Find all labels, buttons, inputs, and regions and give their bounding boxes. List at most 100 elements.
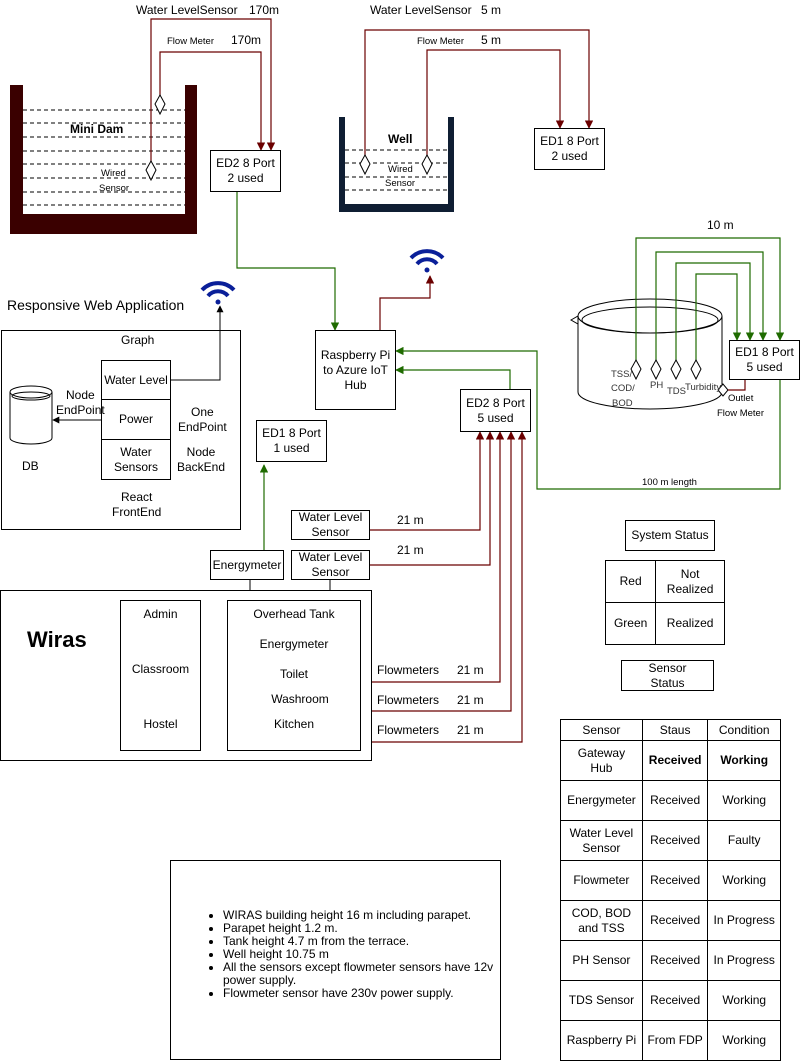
note-item: Flowmeter sensor have 230v power supply. xyxy=(223,987,500,1000)
mini-dam-label: Mini Dam xyxy=(70,122,124,136)
sensor-condition: Working xyxy=(707,860,781,901)
left-flow-label: Flow Meter xyxy=(167,36,214,47)
water-level-module: Water Level xyxy=(101,360,171,400)
well-label: Well xyxy=(388,132,413,146)
distance-21m-1: 21 m xyxy=(397,513,424,527)
table-row: Gateway Hub Received Working xyxy=(560,740,781,781)
outlet-flow-meter-label: Flow Meter xyxy=(717,408,764,419)
sensor-condition: In Progress xyxy=(707,940,781,981)
node-endpoint-label: Node EndPoint xyxy=(56,388,105,417)
sensor-name: PH Sensor xyxy=(560,940,643,981)
one-endpoint-label: One EndPoint xyxy=(178,405,227,434)
water-level-sensor-2: Water Level Sensor xyxy=(291,550,370,580)
wifi-icon xyxy=(200,281,236,305)
sensor-status-title: Sensor Status xyxy=(621,660,714,691)
left-water-distance: 170m xyxy=(249,3,280,17)
ten-m-label: 10 m xyxy=(707,218,734,232)
sensor-condition: Working xyxy=(707,780,781,821)
note-item: WIRAS building height 16 m including par… xyxy=(223,909,500,922)
wiras-title: Wiras xyxy=(27,627,87,652)
wiras-right-block xyxy=(227,600,361,751)
graph-label: Graph xyxy=(121,333,155,347)
sensor-name: Gateway Hub xyxy=(560,740,643,781)
mini-dam-wired: Wired xyxy=(101,168,126,179)
table-row: Flowmeter Received Working xyxy=(560,860,781,901)
classroom-label: Classroom xyxy=(131,662,190,676)
note-item: Parapet height 1.2 m. xyxy=(223,922,500,935)
well-wired: Wired xyxy=(388,164,413,175)
sensor-name: Raspberry Pi xyxy=(560,1020,643,1061)
sensor-status: Received xyxy=(641,980,709,1021)
status-state-green: Realized xyxy=(655,602,725,645)
sensor-status: Received xyxy=(641,900,709,941)
web-app-container xyxy=(1,330,241,530)
table-row: PH Sensor Received In Progress xyxy=(560,940,781,981)
length-label: 100 m length xyxy=(642,477,697,488)
left-flow-distance: 170m xyxy=(231,33,262,47)
sensor-name: Water Level Sensor xyxy=(560,820,643,861)
status-row-green: Green Realized xyxy=(604,602,725,645)
sensor-name: TDS Sensor xyxy=(560,980,643,1021)
right-flow-distance: 5 m xyxy=(481,33,502,47)
status-state-red: Not Realized xyxy=(655,560,725,603)
table-row: TDS Sensor Received Working xyxy=(560,980,781,1021)
power-module: Power xyxy=(101,399,171,440)
hostel-label: Hostel xyxy=(143,717,178,731)
kitchen-label: Kitchen xyxy=(273,717,315,731)
table-row: COD, BOD and TSS Received In Progress xyxy=(560,900,781,941)
notes-list: WIRAS building height 16 m including par… xyxy=(171,909,500,1000)
note-item: Tank height 4.7 m from the terrace. xyxy=(223,935,500,948)
note-item: Well height 10.75 m xyxy=(223,948,500,961)
flowmeters-label-1: Flowmeters xyxy=(377,663,440,677)
sensor-condition: Working xyxy=(707,1020,781,1061)
flowmeters-dist-3: 21 m xyxy=(457,723,484,737)
cod-label: COD/ xyxy=(611,383,635,394)
status-color-red: Red xyxy=(604,560,657,603)
tss-label: TSS/ xyxy=(611,369,633,380)
wifi-icon xyxy=(409,249,445,273)
ed1-mid-port: ED1 8 Port 1 used xyxy=(256,420,327,462)
sensor-condition: Working xyxy=(707,740,781,781)
turbidity-label: Turbidity xyxy=(685,382,722,393)
right-water-distance: 5 m xyxy=(481,3,502,17)
flowmeters-dist-1: 21 m xyxy=(457,663,484,677)
sensor-name: COD, BOD and TSS xyxy=(560,900,643,941)
header-condition: Condition xyxy=(707,719,781,741)
outlet-label: Outlet xyxy=(728,393,754,404)
admin-label: Admin xyxy=(143,607,178,621)
sensor-status: From FDP xyxy=(641,1020,709,1061)
header-sensor: Sensor xyxy=(560,719,643,741)
water-sensors-module: Water Sensors xyxy=(101,439,171,480)
sensor-table-header: Sensor Staus Condition xyxy=(560,719,781,741)
table-row: Water Level Sensor Received Faulty xyxy=(560,820,781,861)
ed2-top-port: ED2 8 Port 2 used xyxy=(210,150,281,192)
right-water-sensor-label: Water LevelSensor xyxy=(370,3,472,17)
wiras-energymeter-label: Energymeter xyxy=(259,637,329,651)
web-app-title: Responsive Web Application xyxy=(7,297,185,313)
energymeter-box: Energymeter xyxy=(210,550,284,580)
node-backend-label: Node BackEnd xyxy=(177,445,226,474)
wiras-building xyxy=(0,590,372,761)
system-status-title: System Status xyxy=(625,520,715,551)
wiras-left-block xyxy=(120,600,201,751)
status-color-green: Green xyxy=(604,602,657,645)
right-flow-label: Flow Meter xyxy=(417,36,464,47)
react-frontend-label: React FrontEnd xyxy=(112,490,162,519)
flowmeters-label-2: Flowmeters xyxy=(377,693,440,707)
ed1-right-port: ED1 8 Port 5 used xyxy=(729,340,800,380)
ph-label: PH xyxy=(650,380,664,391)
mini-dam-sensor: Sensor xyxy=(99,183,130,194)
sensor-status: Received xyxy=(641,940,709,981)
sensor-name: Energymeter xyxy=(560,780,643,821)
header-status: Staus xyxy=(641,719,709,741)
raspberry-pi-hub: Raspberry Pi to Azure IoT Hub xyxy=(315,330,396,410)
sensor-name: Flowmeter xyxy=(560,860,643,901)
left-water-sensor-label: Water LevelSensor xyxy=(136,3,238,17)
sensor-condition: In Progress xyxy=(707,900,781,941)
bod-label: BOD xyxy=(612,398,633,409)
table-row: Raspberry Pi From FDP Working xyxy=(560,1020,781,1061)
ed1-top-port: ED1 8 Port 2 used xyxy=(534,128,605,170)
notes-box: WIRAS building height 16 m including par… xyxy=(170,860,501,1060)
db-label: DB xyxy=(22,459,39,473)
water-level-sensor-1: Water Level Sensor xyxy=(291,510,370,540)
